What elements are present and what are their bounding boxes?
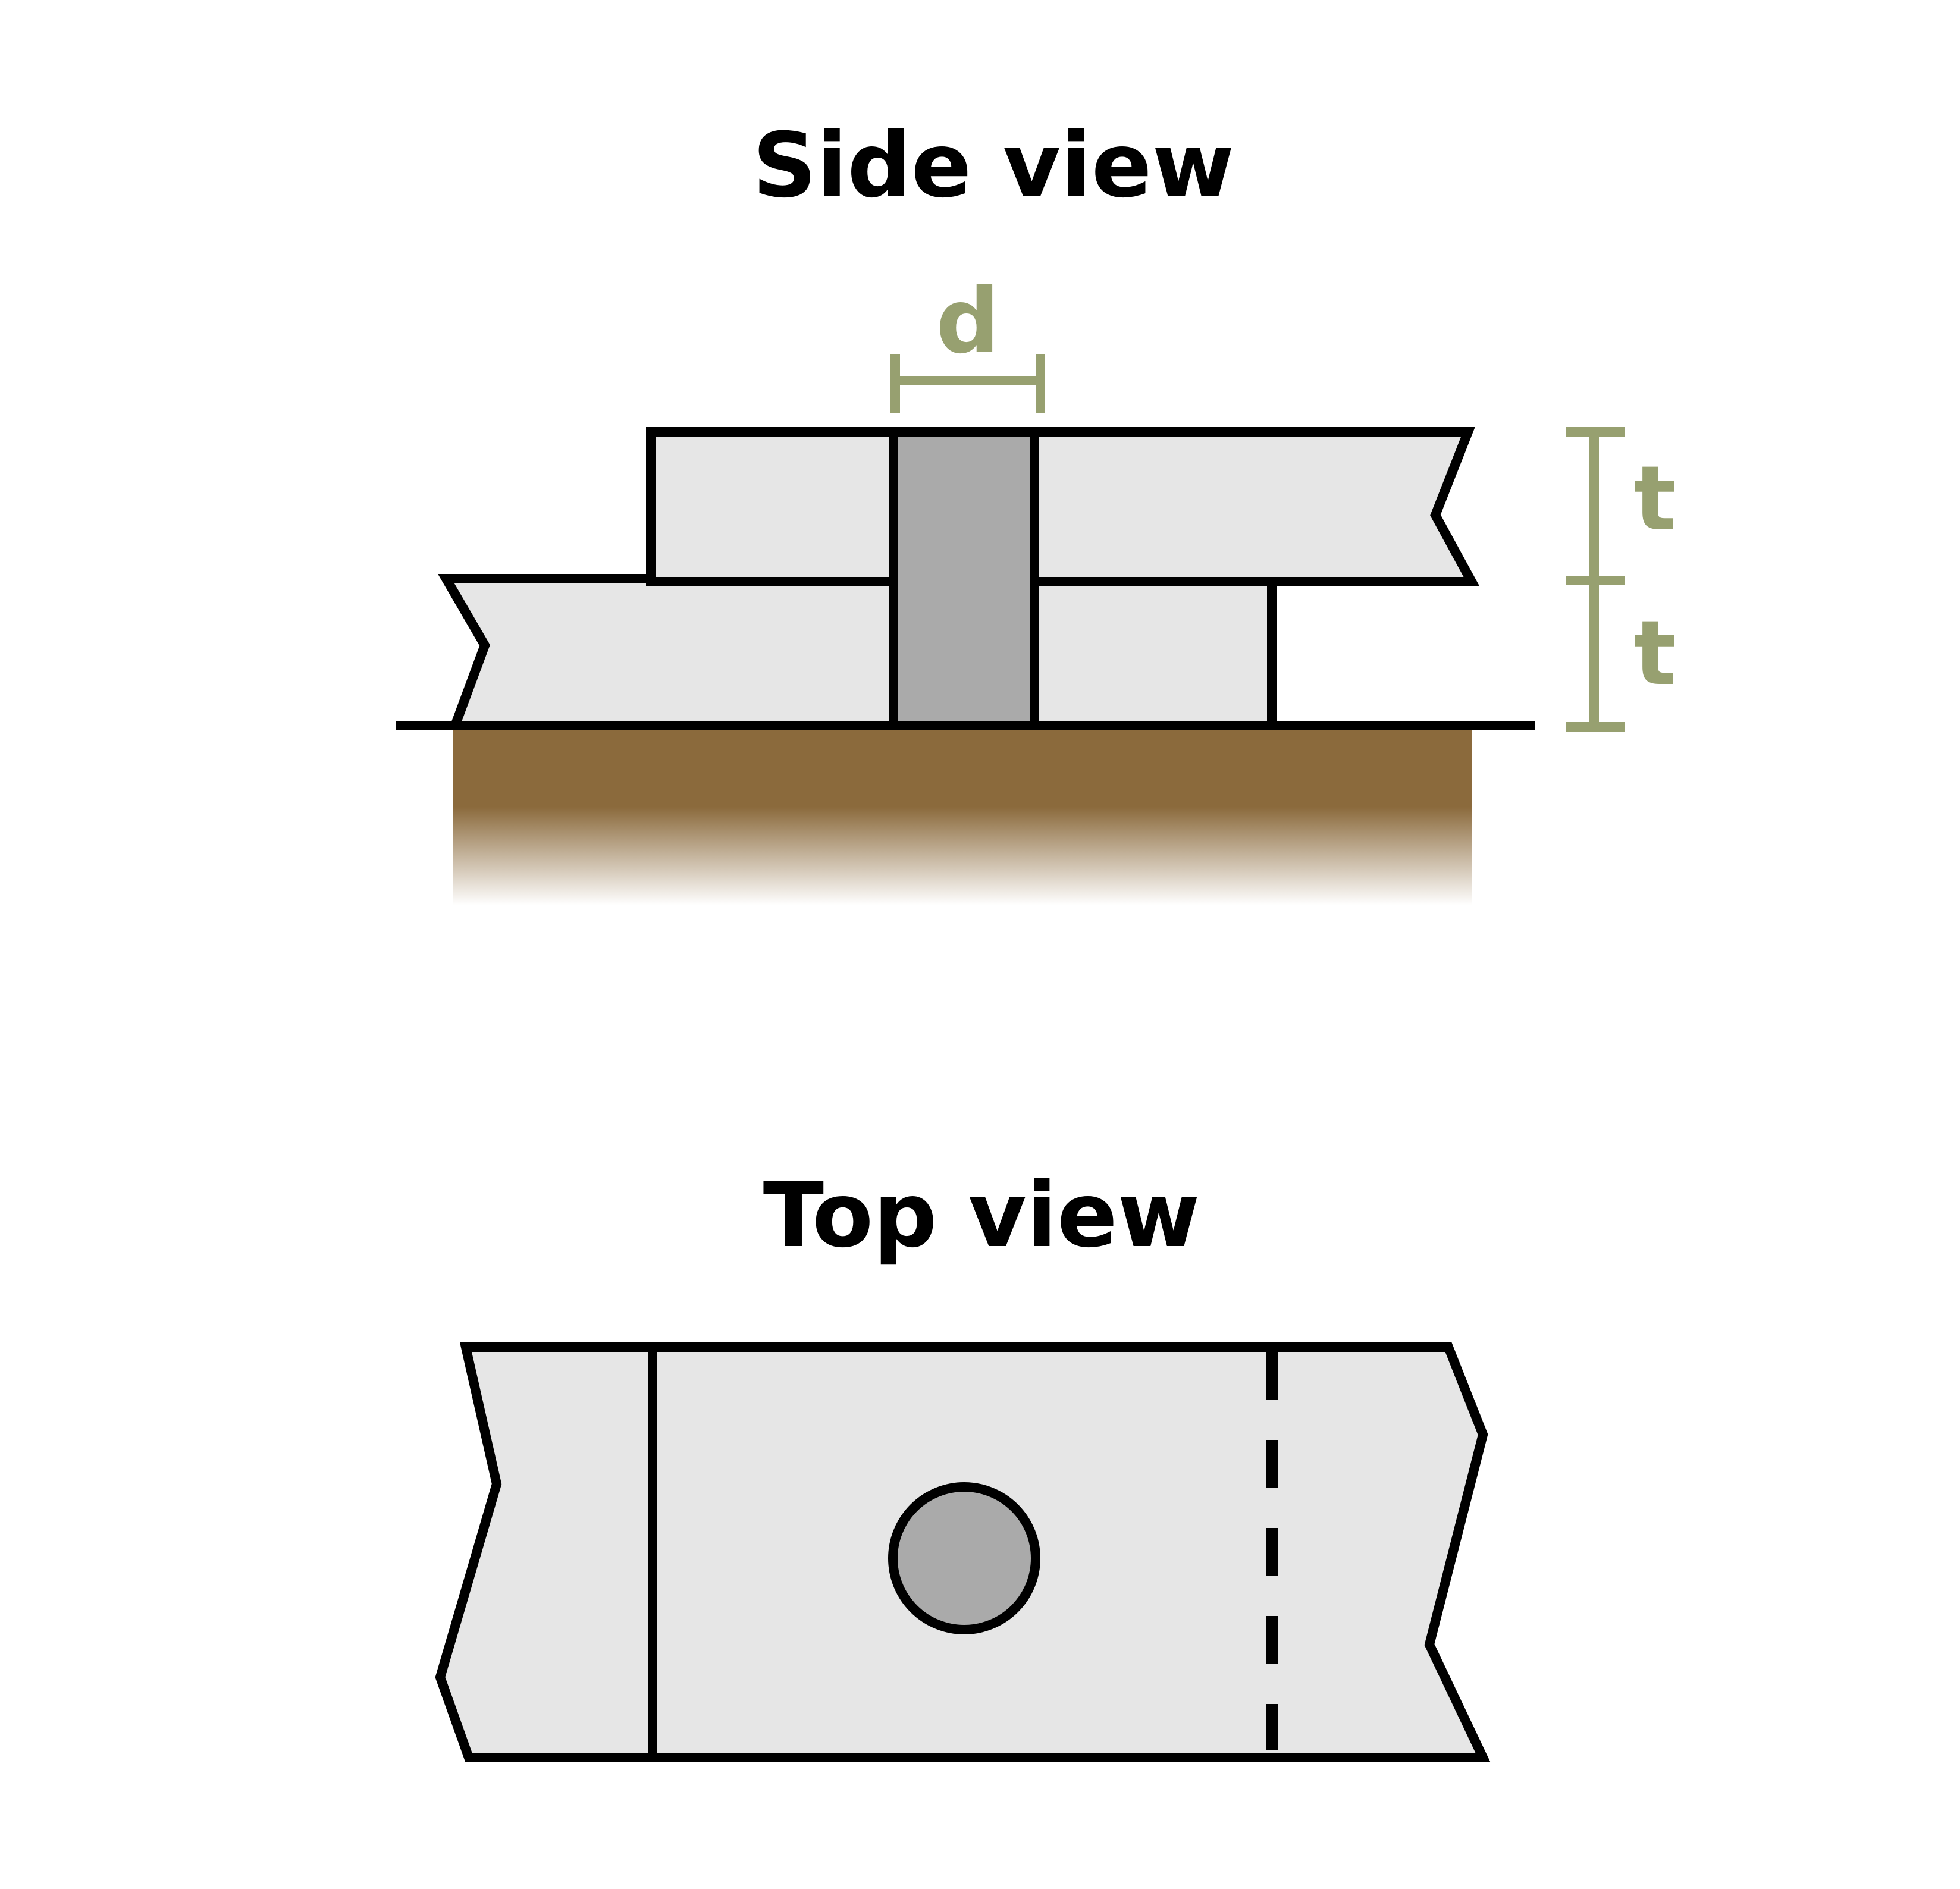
side-view: Side view d t t [396,114,1676,905]
thickness-dimension [1566,427,1625,732]
upper-plate [646,427,1480,586]
top-view: Top view [435,1164,1491,1762]
side-view-title: Side view [752,114,1234,218]
diameter-label: d [936,270,999,374]
thickness-label-upper: t [1633,447,1676,551]
fastener-shank [889,427,1039,730]
lower-plate [438,574,1277,730]
fastener-circle [888,1482,1040,1634]
ground-substrate [453,727,1472,905]
thickness-label-lower: t [1633,602,1676,705]
diameter-dimension [890,354,1045,413]
top-view-title: Top view [763,1164,1200,1267]
